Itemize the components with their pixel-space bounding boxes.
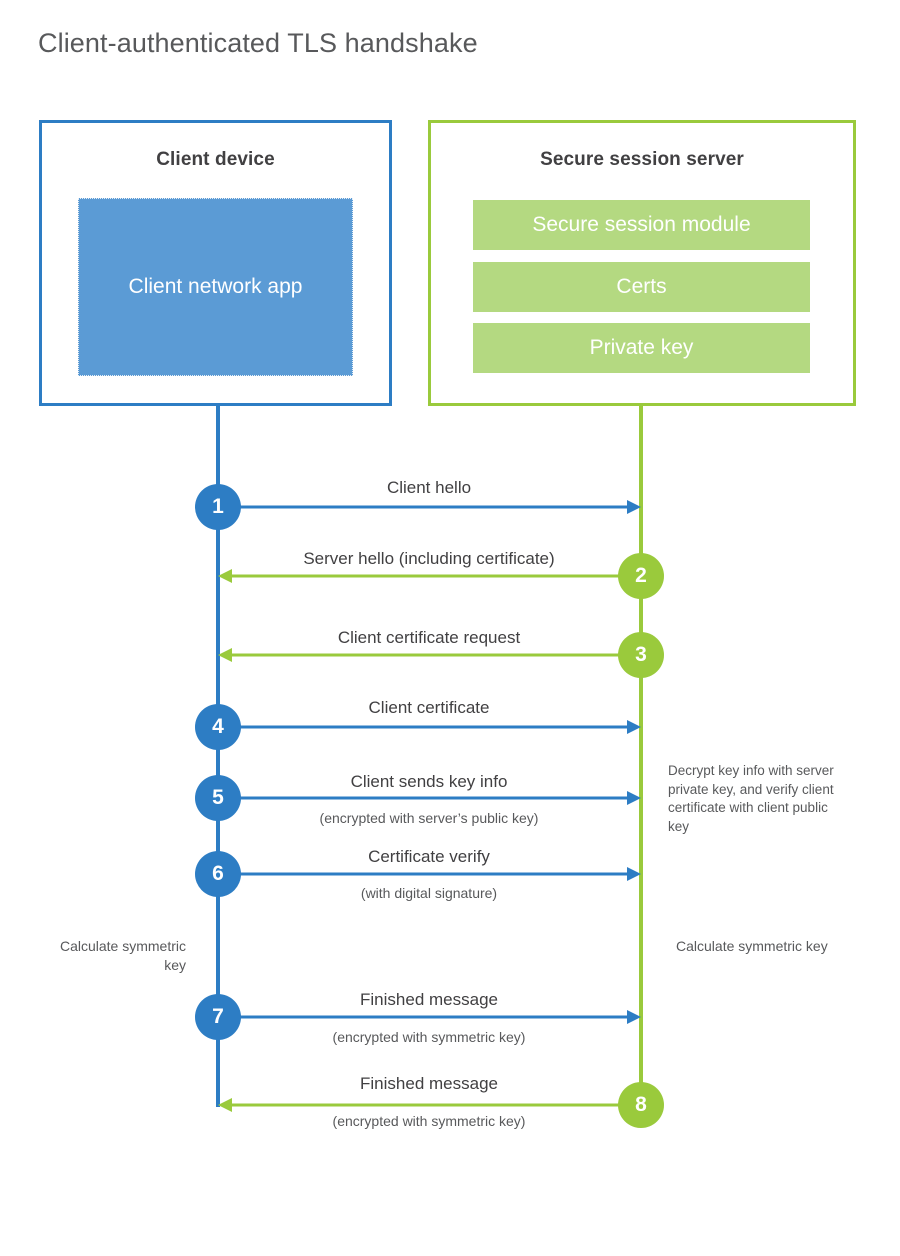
message-label-1: Client hello — [386, 478, 472, 497]
message-label-3: Client certificate request — [337, 628, 521, 647]
client-network-app-block: Client network app — [78, 198, 353, 376]
note-server-calculate: Calculate symmetric key — [676, 938, 828, 954]
step-circle-7: 7 — [195, 994, 241, 1040]
step-circle-8: 8 — [618, 1082, 664, 1128]
arrow-step-4 — [218, 720, 641, 734]
server-component-private-key: Private key — [473, 323, 810, 373]
message-label-5: Client sends key info — [350, 772, 508, 791]
step-circle-2: 2 — [618, 553, 664, 599]
page-title: Client-authenticated TLS handshake — [38, 28, 478, 58]
step-circle-6: 6 — [195, 851, 241, 897]
message-label-8: Finished message — [360, 1074, 498, 1093]
message-label-6: Certificate verify — [368, 847, 490, 866]
server-component-secure-session-module: Secure session module — [473, 200, 810, 250]
step-circle-5: 5 — [195, 775, 241, 821]
message-sublabel-7: (encrypted with symmetric key) — [332, 1029, 526, 1045]
client-device-title: Client device — [156, 149, 275, 170]
arrow-step-1 — [218, 500, 641, 514]
message-sublabel-8: (encrypted with symmetric key) — [332, 1113, 526, 1129]
arrow-step-3 — [218, 648, 641, 662]
arrow-step-5 — [218, 791, 641, 805]
note-client-calculate: Calculate symmetric key — [59, 938, 186, 974]
step-circle-1: 1 — [195, 484, 241, 530]
arrow-step-2 — [218, 569, 641, 583]
message-sublabel-5: (encrypted with server’s public key) — [319, 810, 539, 826]
arrow-step-8 — [218, 1098, 641, 1112]
secure-session-server-title: Secure session server — [540, 149, 744, 170]
message-sublabel-6: (with digital signature) — [360, 885, 498, 901]
step-circle-3: 3 — [618, 632, 664, 678]
message-label-4: Client certificate — [368, 698, 490, 717]
message-label-2: Server hello (including certificate) — [303, 549, 555, 568]
note-server-decrypt: Decrypt key info with server private key… — [668, 763, 834, 834]
arrow-step-7 — [218, 1010, 641, 1024]
arrow-step-6 — [218, 867, 641, 881]
message-label-7: Finished message — [360, 990, 498, 1009]
server-component-certs: Certs — [473, 262, 810, 312]
step-circle-4: 4 — [195, 704, 241, 750]
